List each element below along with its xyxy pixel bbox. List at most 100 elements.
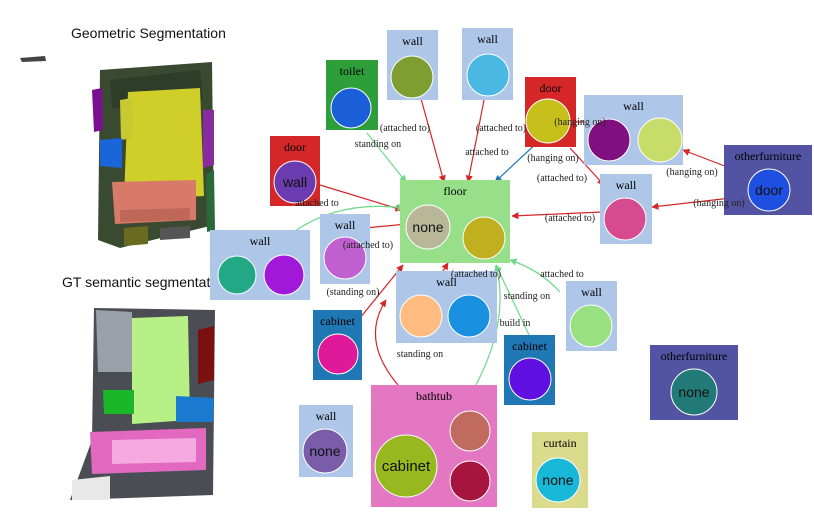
edge-wall_top2-to-floor xyxy=(465,94,486,183)
node-bathtub-instance-2 xyxy=(449,460,491,502)
node-wall_center_left-instance-0 xyxy=(323,236,367,280)
node-wall_left-label: wall xyxy=(250,234,271,248)
geometric-segmentation-render xyxy=(20,56,215,248)
edge-wall_top1-to-floor xyxy=(419,94,446,183)
node-door_top: door xyxy=(525,77,576,147)
node-otherfurniture_none-instance-0 xyxy=(670,368,718,416)
node-door_top-label: door xyxy=(540,81,562,95)
geometric-segmentation-title: Geometric Segmentation xyxy=(71,25,226,41)
node-otherfurniture_door-instance-0 xyxy=(747,168,791,212)
edge-label: (hanging on) xyxy=(693,198,744,209)
node-otherfurniture_door-instance-0-text: door xyxy=(755,182,783,198)
node-floor-instance-1 xyxy=(462,216,506,260)
node-wall_left-instance-1 xyxy=(263,254,305,296)
node-wall_right_top-instance-1 xyxy=(637,117,683,163)
node-bathtub-instance-0 xyxy=(374,434,438,498)
node-wall_right_mid: wall xyxy=(566,281,617,351)
edge-label: (attached to) xyxy=(343,240,393,251)
edge-wall_mid_right-to-floor xyxy=(511,211,603,220)
node-wall_bottom-label: wall xyxy=(316,409,337,423)
node-floor: floor none xyxy=(400,180,510,263)
edge-label-layer: (attached to) standing on (attached to) att… xyxy=(295,117,744,360)
node-curtain: curtain none xyxy=(532,432,588,508)
node-cabinet_mid: cabinet xyxy=(504,335,555,405)
edge-label: standing on xyxy=(355,139,401,150)
node-otherfurniture_none: otherfurniture none xyxy=(650,345,738,420)
edge-bathtub-to-floor xyxy=(475,264,502,386)
node-toilet: toilet xyxy=(326,60,378,130)
node-wall_left-instance-0 xyxy=(217,255,257,295)
node-wall_bottom-instance-0 xyxy=(302,428,348,474)
node-wall_center: wall xyxy=(396,271,497,343)
node-cabinet_mid-instance-0 xyxy=(508,357,552,401)
edge-label: attached to xyxy=(465,147,509,158)
node-curtain-label: curtain xyxy=(543,436,576,450)
edge-label: standing on xyxy=(397,349,443,360)
edge-label: (standing on) xyxy=(326,287,379,298)
node-bathtub-instance-0-text: cabinet xyxy=(382,458,431,475)
node-wall_bottom: wall none xyxy=(299,405,353,477)
node-wall_left: wall xyxy=(210,230,310,300)
node-wall_right_top: wall xyxy=(584,95,683,165)
node-curtain-instance-0 xyxy=(535,457,581,503)
node-wall_top2-label: wall xyxy=(477,32,498,46)
node-otherfurniture_none-instance-0-text: none xyxy=(678,384,709,400)
node-floor-instance-0 xyxy=(405,204,451,250)
node-wall_center-label: wall xyxy=(436,275,457,289)
edge-label: (attached to) xyxy=(545,213,595,224)
node-floor-instance-0-text: none xyxy=(412,219,443,235)
node-wall_mid_right: wall xyxy=(600,174,652,244)
node-wall_right_mid-instance-0 xyxy=(569,304,613,348)
node-layer: toilet wall wall door wall otherfurniture door… xyxy=(210,28,812,508)
node-bathtub-instance-1 xyxy=(449,410,491,452)
node-wall_top1: wall xyxy=(387,30,438,100)
edge-label: (hanging on) xyxy=(666,167,717,178)
edge-label: (attached to) xyxy=(451,269,501,280)
node-cabinet_mid-label: cabinet xyxy=(512,339,547,353)
node-wall_center_left-label: wall xyxy=(335,218,356,232)
edge-label: (attached to) xyxy=(476,123,526,134)
node-toilet-label: toilet xyxy=(340,64,365,78)
edge-label: (attached to) xyxy=(537,173,587,184)
node-toilet-instance-0 xyxy=(330,87,372,129)
edge-wall_left-to-floor xyxy=(294,203,405,232)
edge-door_left-to-floor xyxy=(319,184,403,212)
node-wall_top2: wall xyxy=(462,28,513,100)
node-cabinet_left-label: cabinet xyxy=(320,314,355,328)
edge-door_top-to-wall_mid_right xyxy=(569,147,605,186)
node-wall_top1-label: wall xyxy=(402,34,423,48)
node-door_top-instance-0 xyxy=(525,98,571,144)
node-door_left: door wall xyxy=(270,136,320,206)
edge-cabinet_left-to-floor xyxy=(359,264,404,319)
edge-cabinet_mid-to-floor xyxy=(495,264,531,338)
edge-label: (hanging on) xyxy=(554,117,605,128)
node-wall_right_mid-label: wall xyxy=(581,285,602,299)
edge-label: (attached to) xyxy=(380,123,430,134)
node-door_left-label: door xyxy=(284,140,306,154)
node-wall_bottom-instance-0-text: none xyxy=(309,443,340,459)
node-bathtub-label: bathtub xyxy=(416,389,452,403)
node-wall_top1-instance-0 xyxy=(390,55,434,99)
edge-bathtub-to-floor xyxy=(374,299,399,386)
node-cabinet_left-instance-0 xyxy=(317,333,359,375)
node-wall_mid_right-instance-0 xyxy=(603,197,647,241)
node-wall_right_top-instance-0 xyxy=(587,118,631,162)
node-floor-label: floor xyxy=(443,184,466,198)
node-door_left-instance-0-text: wall xyxy=(282,174,307,190)
node-wall_top2-instance-0 xyxy=(466,53,510,97)
node-door_left-instance-0 xyxy=(273,160,317,204)
semantic-segmentation-title: GT semantic segmentation xyxy=(62,274,230,290)
node-wall_mid_right-label: wall xyxy=(616,178,637,192)
edge-label: attached to xyxy=(295,198,339,209)
node-otherfurniture_door: otherfurniture door xyxy=(724,145,812,215)
edge-label: build in xyxy=(500,318,531,329)
node-wall_center-instance-0 xyxy=(399,294,443,338)
node-bathtub: bathtub cabinet xyxy=(371,385,497,507)
node-otherfurniture_none-label: otherfurniture xyxy=(661,349,728,363)
node-curtain-instance-0-text: none xyxy=(542,472,573,488)
edge-toilet-to-floor xyxy=(366,132,407,183)
node-otherfurniture_door-label: otherfurniture xyxy=(735,149,802,163)
node-wall_right_top-label: wall xyxy=(623,99,644,113)
node-cabinet_left: cabinet xyxy=(313,310,362,380)
